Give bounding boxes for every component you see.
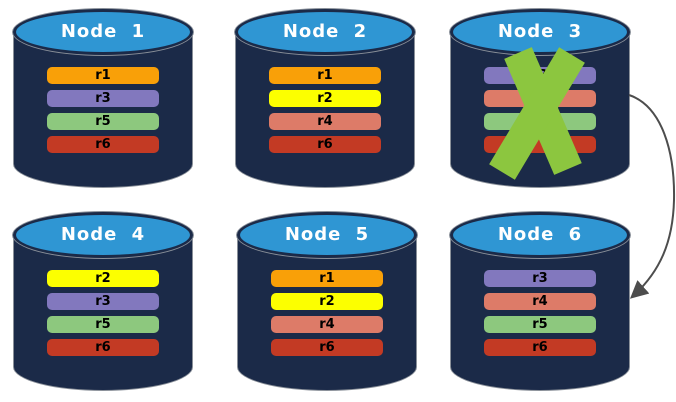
replica-bar: r6 <box>484 339 596 356</box>
replica-bar: r1 <box>269 67 381 84</box>
cylinder-body <box>13 32 193 188</box>
replica-bar: r3 <box>47 90 159 107</box>
node-title: Node 3 <box>497 21 583 42</box>
node-1: Node 1 r1 r3 r5 r6 <box>13 9 193 188</box>
replica-label: r1 <box>317 68 333 83</box>
replica-list: r3 r4 r5 r6 <box>484 270 596 356</box>
replica-bar: r6 <box>47 339 159 356</box>
node-6: Node 6 r3 r4 r5 r6 <box>450 212 630 391</box>
cylinder-body <box>235 32 415 188</box>
failover-arrow-path <box>628 94 676 299</box>
replica-label: r6 <box>95 137 111 152</box>
failure-x-icon <box>489 47 585 180</box>
replica-list: r1 r3 r5 r6 <box>47 67 159 153</box>
cylinder-body <box>13 235 193 391</box>
replica-label: r5 <box>95 317 111 332</box>
replica-label: r3 <box>532 271 548 286</box>
replica-label: r2 <box>317 91 333 106</box>
replica-label: r6 <box>319 340 335 355</box>
replica-bar: r4 <box>484 293 596 310</box>
replica-bar: r5 <box>47 113 159 130</box>
replica-bar: r1 <box>271 270 383 287</box>
cylinder-top-ellipse <box>13 9 193 55</box>
cylinder-top-ellipse <box>13 212 193 258</box>
replica-bar: r5 <box>484 316 596 333</box>
node-3: Node 3 r3 <box>450 9 630 188</box>
replica-bar: r1 <box>47 67 159 84</box>
replica-bar: r4 <box>271 316 383 333</box>
node-4: Node 4 r2 r3 r5 r6 <box>13 212 193 391</box>
replica-label: r6 <box>532 340 548 355</box>
node-5: Node 5 r1 r2 r4 r6 <box>237 212 417 391</box>
replica-label: r3 <box>95 91 111 106</box>
replica-bar: r6 <box>269 136 381 153</box>
replica-label: r1 <box>95 68 111 83</box>
replica-bar: r6 <box>271 339 383 356</box>
cylinder-top-ellipse <box>235 9 415 55</box>
node-title: Node 2 <box>282 21 368 42</box>
replica-bar: r4 <box>269 113 381 130</box>
replica-label: r1 <box>319 271 335 286</box>
replica-bar: r3 <box>47 293 159 310</box>
node-title: Node 4 <box>60 224 146 245</box>
replica-label: r4 <box>317 114 333 129</box>
replica-label: r6 <box>317 137 333 152</box>
replica-list: r2 r3 r5 r6 <box>47 270 159 356</box>
node-title: Node 5 <box>284 224 370 245</box>
replica-label: r6 <box>95 340 111 355</box>
replica-list: r1 r2 r4 r6 <box>271 270 383 356</box>
replica-bar: r2 <box>47 270 159 287</box>
replica-list: r1 r2 r4 r6 <box>269 67 381 153</box>
node-2: Node 2 r1 r2 r4 r6 <box>235 9 415 188</box>
replica-bar: r2 <box>269 90 381 107</box>
replica-label: r4 <box>532 294 548 309</box>
replica-label: r2 <box>319 294 335 309</box>
replica-bar: r3 <box>484 270 596 287</box>
cylinder-body <box>237 235 417 391</box>
replica-label: r4 <box>319 317 335 332</box>
replica-label: r5 <box>532 317 548 332</box>
replica-bar: r5 <box>47 316 159 333</box>
cylinder-top-ellipse <box>237 212 417 258</box>
replica-bar: r2 <box>271 293 383 310</box>
cylinder-body <box>450 235 630 391</box>
replica-label: r3 <box>95 294 111 309</box>
replica-label: r2 <box>95 271 111 286</box>
cylinder-top-ellipse <box>450 212 630 258</box>
replica-bar: r6 <box>47 136 159 153</box>
node-title: Node 1 <box>60 21 146 42</box>
cylinder-top-ellipse <box>450 9 630 55</box>
node-title: Node 6 <box>497 224 583 245</box>
replica-label: r5 <box>95 114 111 129</box>
